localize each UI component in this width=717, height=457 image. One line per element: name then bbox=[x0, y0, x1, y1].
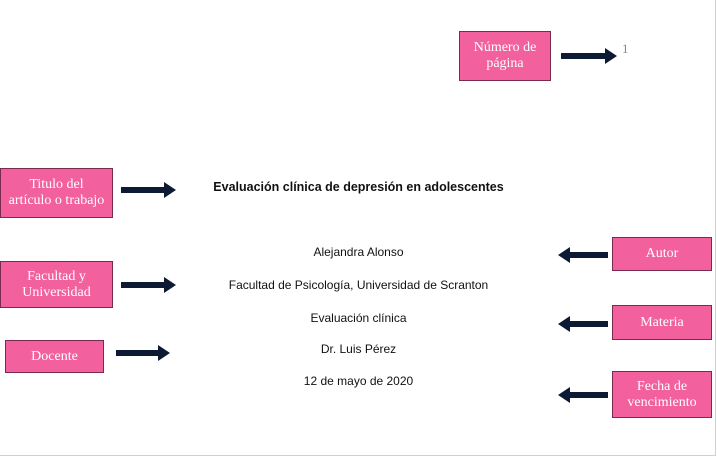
arrow-right-icon bbox=[116, 345, 170, 361]
document-author: Alejandra Alonso bbox=[313, 245, 404, 259]
arrow-right-icon bbox=[121, 182, 176, 198]
document-course: Evaluación clínica bbox=[310, 311, 407, 325]
label-author: Autor bbox=[612, 237, 712, 271]
arrow-left-icon bbox=[558, 316, 608, 332]
document-faculty: Facultad de Psicología, Universidad de S… bbox=[228, 278, 489, 292]
arrow-left-icon bbox=[558, 387, 608, 403]
label-page-number: Número de página bbox=[459, 31, 551, 81]
label-due-date: Fecha de vencimiento bbox=[612, 371, 712, 418]
document-date: 12 de mayo de 2020 bbox=[303, 374, 414, 388]
document-instructor: Dr. Luis Pérez bbox=[320, 342, 397, 356]
arrow-left-icon bbox=[558, 247, 608, 263]
label-course: Materia bbox=[612, 305, 712, 340]
document-title: Evaluación clínica de depresión en adole… bbox=[213, 180, 504, 194]
page-number: 1 bbox=[622, 41, 629, 56]
label-title: Titulo del artículo o trabajo bbox=[0, 168, 113, 218]
label-instructor: Docente bbox=[5, 340, 104, 373]
arrow-right-icon bbox=[121, 277, 176, 293]
label-faculty: Facultad y Universidad bbox=[0, 261, 113, 308]
arrow-right-icon bbox=[561, 48, 617, 64]
